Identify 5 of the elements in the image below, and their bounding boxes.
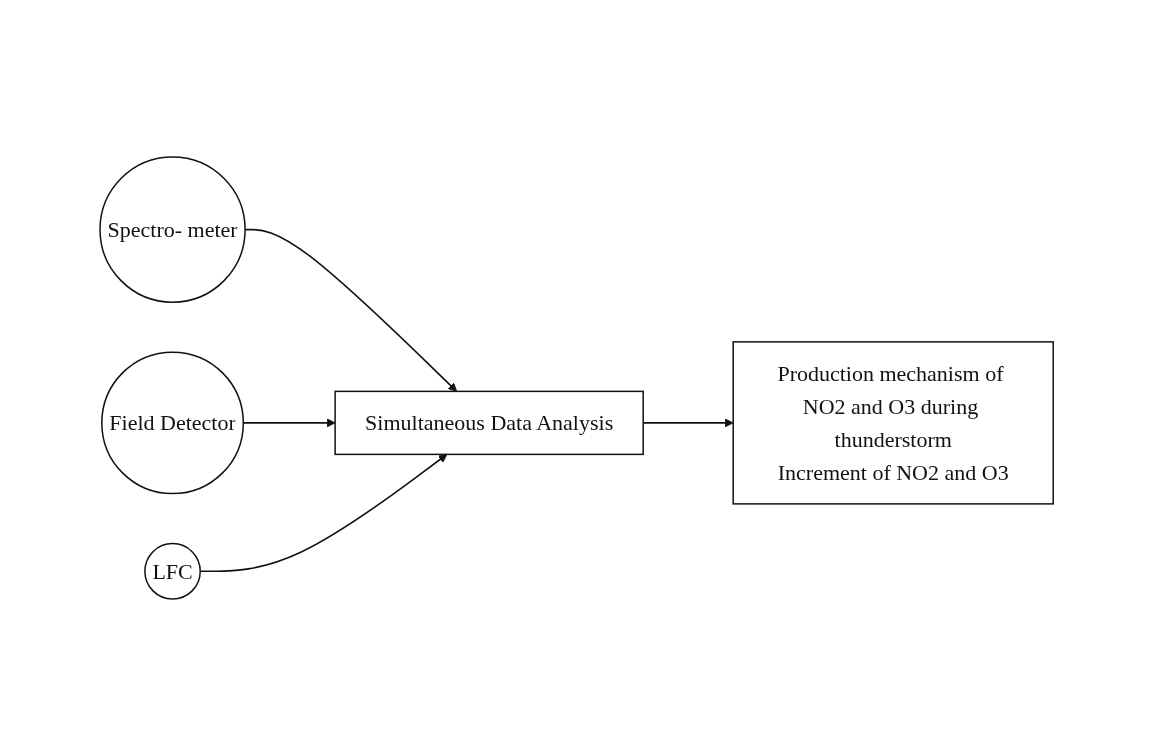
- node-box: Simultaneous Data Analysis: [334, 390, 644, 455]
- node-circle: Field Detector: [100, 350, 244, 494]
- node-box: Production mechanism of NO2 and O3 during thunderstorm Increment of NO2 and O3: [732, 340, 1054, 505]
- node-circle: Spectro- meter: [99, 155, 246, 303]
- node-circle: LFC: [144, 542, 201, 600]
